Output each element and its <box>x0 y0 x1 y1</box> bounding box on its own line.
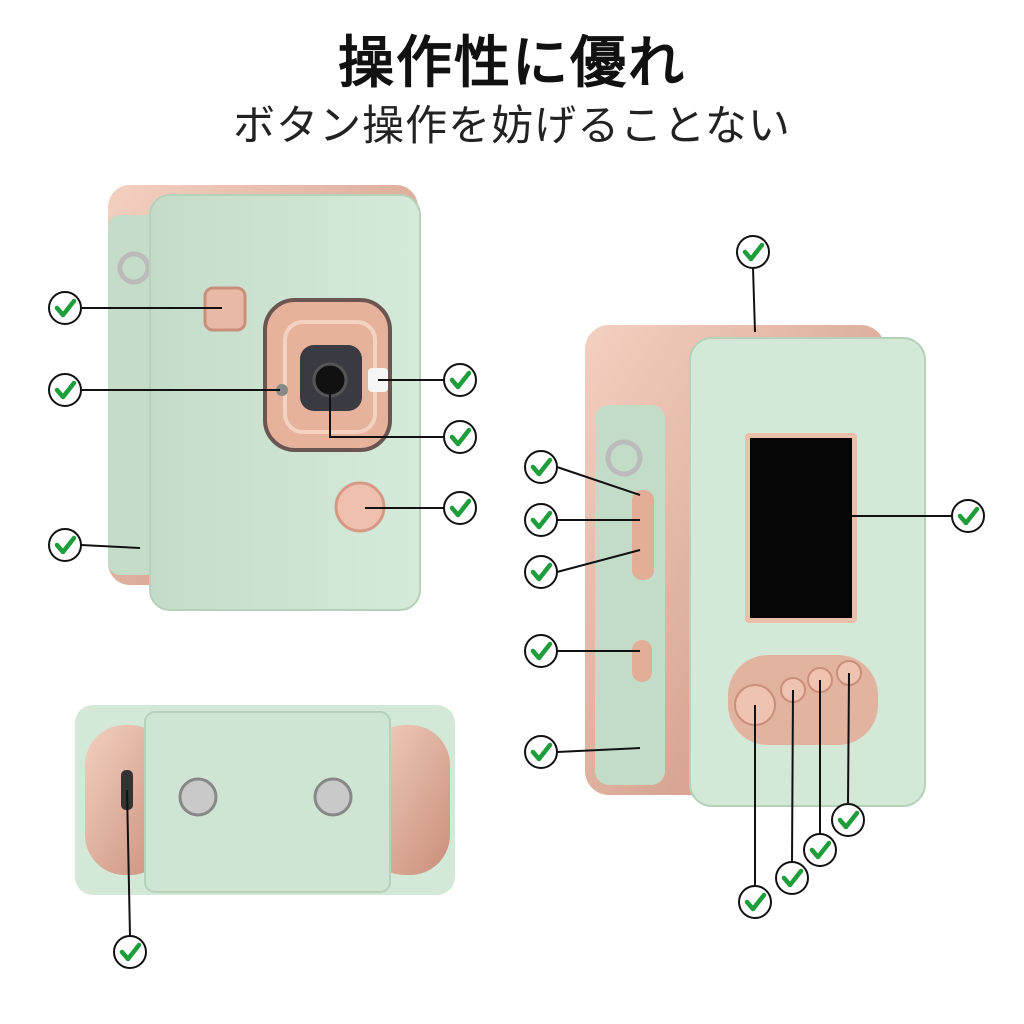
check-icon <box>49 529 81 561</box>
check-icon <box>49 374 81 406</box>
check-icon <box>114 936 146 968</box>
check-icon <box>444 421 476 453</box>
check-icon <box>444 364 476 396</box>
page-title: 操作性に優れ <box>338 31 686 96</box>
check-icon <box>525 736 557 768</box>
check-icon <box>952 500 984 532</box>
check-icon <box>525 635 557 667</box>
page-subtitle: ボタン操作を妨げることない <box>233 101 791 150</box>
camera-bottom-view <box>75 705 455 895</box>
camera-front-view <box>108 185 421 611</box>
check-icon <box>804 834 836 866</box>
check-icon <box>49 292 81 324</box>
check-icon <box>737 236 769 268</box>
callout-lines <box>80 267 952 937</box>
check-icon <box>739 886 771 918</box>
check-icon <box>832 804 864 836</box>
check-icon <box>525 504 557 536</box>
check-icon <box>444 492 476 524</box>
camera-back-view <box>585 325 926 807</box>
check-icon <box>776 862 808 894</box>
check-icon <box>525 451 557 483</box>
check-icon <box>525 556 557 588</box>
